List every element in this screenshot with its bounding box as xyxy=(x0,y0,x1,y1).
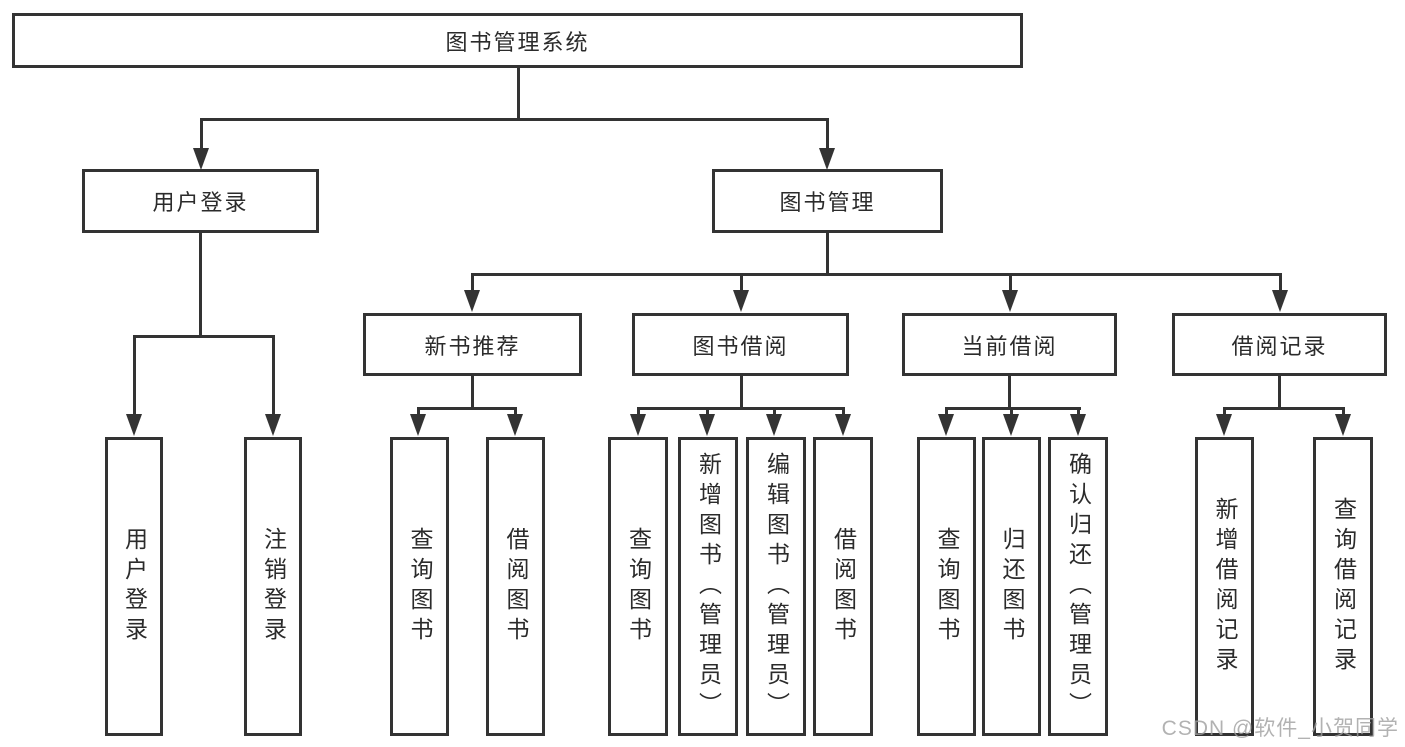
connector-line xyxy=(1223,407,1226,417)
connector-line xyxy=(740,273,743,293)
node-book-management-label: 图书管理 xyxy=(779,190,876,215)
connector-line xyxy=(199,232,202,338)
arrow-down-icon xyxy=(699,414,715,436)
node-user-login-label: 用户登录 xyxy=(152,190,249,215)
node-borrow-records-label: 借阅记录 xyxy=(1231,333,1328,359)
arrow-down-icon xyxy=(938,414,954,436)
node-borrow-book-leaf: 借阅图书 xyxy=(813,437,873,736)
connector-line xyxy=(133,335,275,338)
node-new-book-recommend: 新书推荐 xyxy=(363,313,582,376)
node-borrow-records: 借阅记录 xyxy=(1172,313,1387,376)
connector-line xyxy=(1077,407,1080,417)
connector-line xyxy=(471,375,474,410)
arrow-down-icon xyxy=(507,414,523,436)
node-borrow-book-recommend-label: 借阅图书 xyxy=(503,526,529,647)
connector-line xyxy=(637,407,640,417)
node-return-book-label: 归还图书 xyxy=(999,526,1025,647)
node-current-borrow-label: 当前借阅 xyxy=(961,333,1058,359)
connector-line xyxy=(826,230,829,276)
arrow-down-icon xyxy=(630,414,646,436)
arrow-down-icon xyxy=(464,290,480,312)
node-confirm-return-admin: 确认归还（管理员） xyxy=(1048,437,1108,736)
connector-line xyxy=(514,407,517,417)
connector-line xyxy=(773,407,776,417)
connector-line xyxy=(945,407,1081,410)
connector-line xyxy=(200,118,829,121)
connector-line xyxy=(826,118,829,150)
arrow-down-icon xyxy=(1272,290,1288,312)
arrow-down-icon xyxy=(410,414,426,436)
connector-line xyxy=(471,273,1282,276)
node-return-book: 归还图书 xyxy=(982,437,1041,736)
connector-line xyxy=(517,66,520,121)
node-system-root: 图书管理系统 xyxy=(12,13,1023,68)
node-edit-book-admin-label: 编辑图书（管理员） xyxy=(763,451,790,722)
node-borrow-book-leaf-label: 借阅图书 xyxy=(830,526,857,647)
connector-line xyxy=(1009,273,1012,293)
connector-line xyxy=(637,407,845,410)
connector-line xyxy=(417,407,517,410)
node-current-borrow: 当前借阅 xyxy=(902,313,1117,376)
csdn-watermark: CSDN @软件_小贺同学 xyxy=(1161,717,1399,740)
node-system-root-label: 图书管理系统 xyxy=(445,29,590,55)
node-query-book-recommend: 查询图书 xyxy=(390,437,449,736)
connector-line xyxy=(471,273,474,293)
connector-line xyxy=(272,335,275,416)
node-book-management: 图书管理 xyxy=(712,169,943,233)
connector-line xyxy=(1279,273,1282,293)
arrow-down-icon xyxy=(265,414,281,436)
connector-line xyxy=(1010,407,1013,417)
node-user-login: 用户登录 xyxy=(82,169,319,233)
node-add-book-admin: 新增图书（管理员） xyxy=(678,437,738,736)
arrow-down-icon xyxy=(1216,414,1232,436)
connector-line xyxy=(1223,407,1345,410)
connector-line xyxy=(1342,407,1345,417)
arrow-down-icon xyxy=(733,290,749,312)
connector-line xyxy=(1278,375,1281,410)
connector-line xyxy=(740,375,743,410)
connector-line xyxy=(417,407,420,417)
connector-line xyxy=(706,407,709,417)
node-add-borrow-record-label: 新增借阅记录 xyxy=(1212,496,1238,677)
node-add-borrow-record: 新增借阅记录 xyxy=(1195,437,1254,736)
arrow-down-icon xyxy=(766,414,782,436)
node-book-borrow-label: 图书借阅 xyxy=(692,333,789,359)
node-new-book-recommend-label: 新书推荐 xyxy=(424,333,521,359)
node-query-book-current: 查询图书 xyxy=(917,437,976,736)
connector-line xyxy=(945,407,948,417)
arrow-down-icon xyxy=(126,414,142,436)
connector-line xyxy=(200,118,203,150)
node-book-borrow: 图书借阅 xyxy=(632,313,849,376)
arrow-down-icon xyxy=(835,414,851,436)
arrow-down-icon xyxy=(819,148,835,170)
arrow-down-icon xyxy=(1002,290,1018,312)
node-query-borrow-record-label: 查询借阅记录 xyxy=(1330,496,1357,677)
arrow-down-icon xyxy=(193,148,209,170)
node-edit-book-admin: 编辑图书（管理员） xyxy=(746,437,806,736)
node-query-book-recommend-label: 查询图书 xyxy=(407,526,433,647)
arrow-down-icon xyxy=(1003,414,1019,436)
node-query-borrow-record: 查询借阅记录 xyxy=(1313,437,1373,736)
node-confirm-return-admin-label: 确认归还（管理员） xyxy=(1065,451,1092,722)
node-add-book-admin-label: 新增图书（管理员） xyxy=(695,451,722,722)
arrow-down-icon xyxy=(1335,414,1351,436)
node-query-book-borrow: 查询图书 xyxy=(608,437,668,736)
node-query-book-borrow-label: 查询图书 xyxy=(625,526,652,647)
connector-line xyxy=(1008,375,1011,410)
node-user-login-leaf-label: 用户登录 xyxy=(121,526,148,647)
connector-line xyxy=(133,335,136,416)
node-logout-leaf-label: 注销登录 xyxy=(260,526,287,647)
connector-line xyxy=(842,407,845,417)
node-logout-leaf: 注销登录 xyxy=(244,437,302,736)
node-borrow-book-recommend: 借阅图书 xyxy=(486,437,545,736)
arrow-down-icon xyxy=(1070,414,1086,436)
node-user-login-leaf: 用户登录 xyxy=(105,437,163,736)
node-query-book-current-label: 查询图书 xyxy=(934,526,960,647)
